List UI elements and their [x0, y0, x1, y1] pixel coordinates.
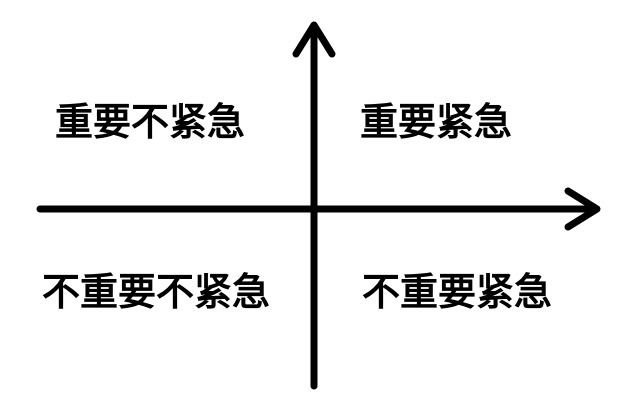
- quadrant-label-important-urgent: 重要紧急: [360, 100, 513, 144]
- quadrant-label-important-not-urgent: 重要不紧急: [55, 100, 246, 144]
- quadrant-label-not-important-urgent: 不重要紧急: [362, 270, 553, 314]
- horizontal-axis-arrowhead: [564, 187, 601, 231]
- vertical-axis-arrowhead: [292, 21, 336, 58]
- quadrant-label-not-important-not-urgent: 不重要不紧急: [42, 270, 271, 314]
